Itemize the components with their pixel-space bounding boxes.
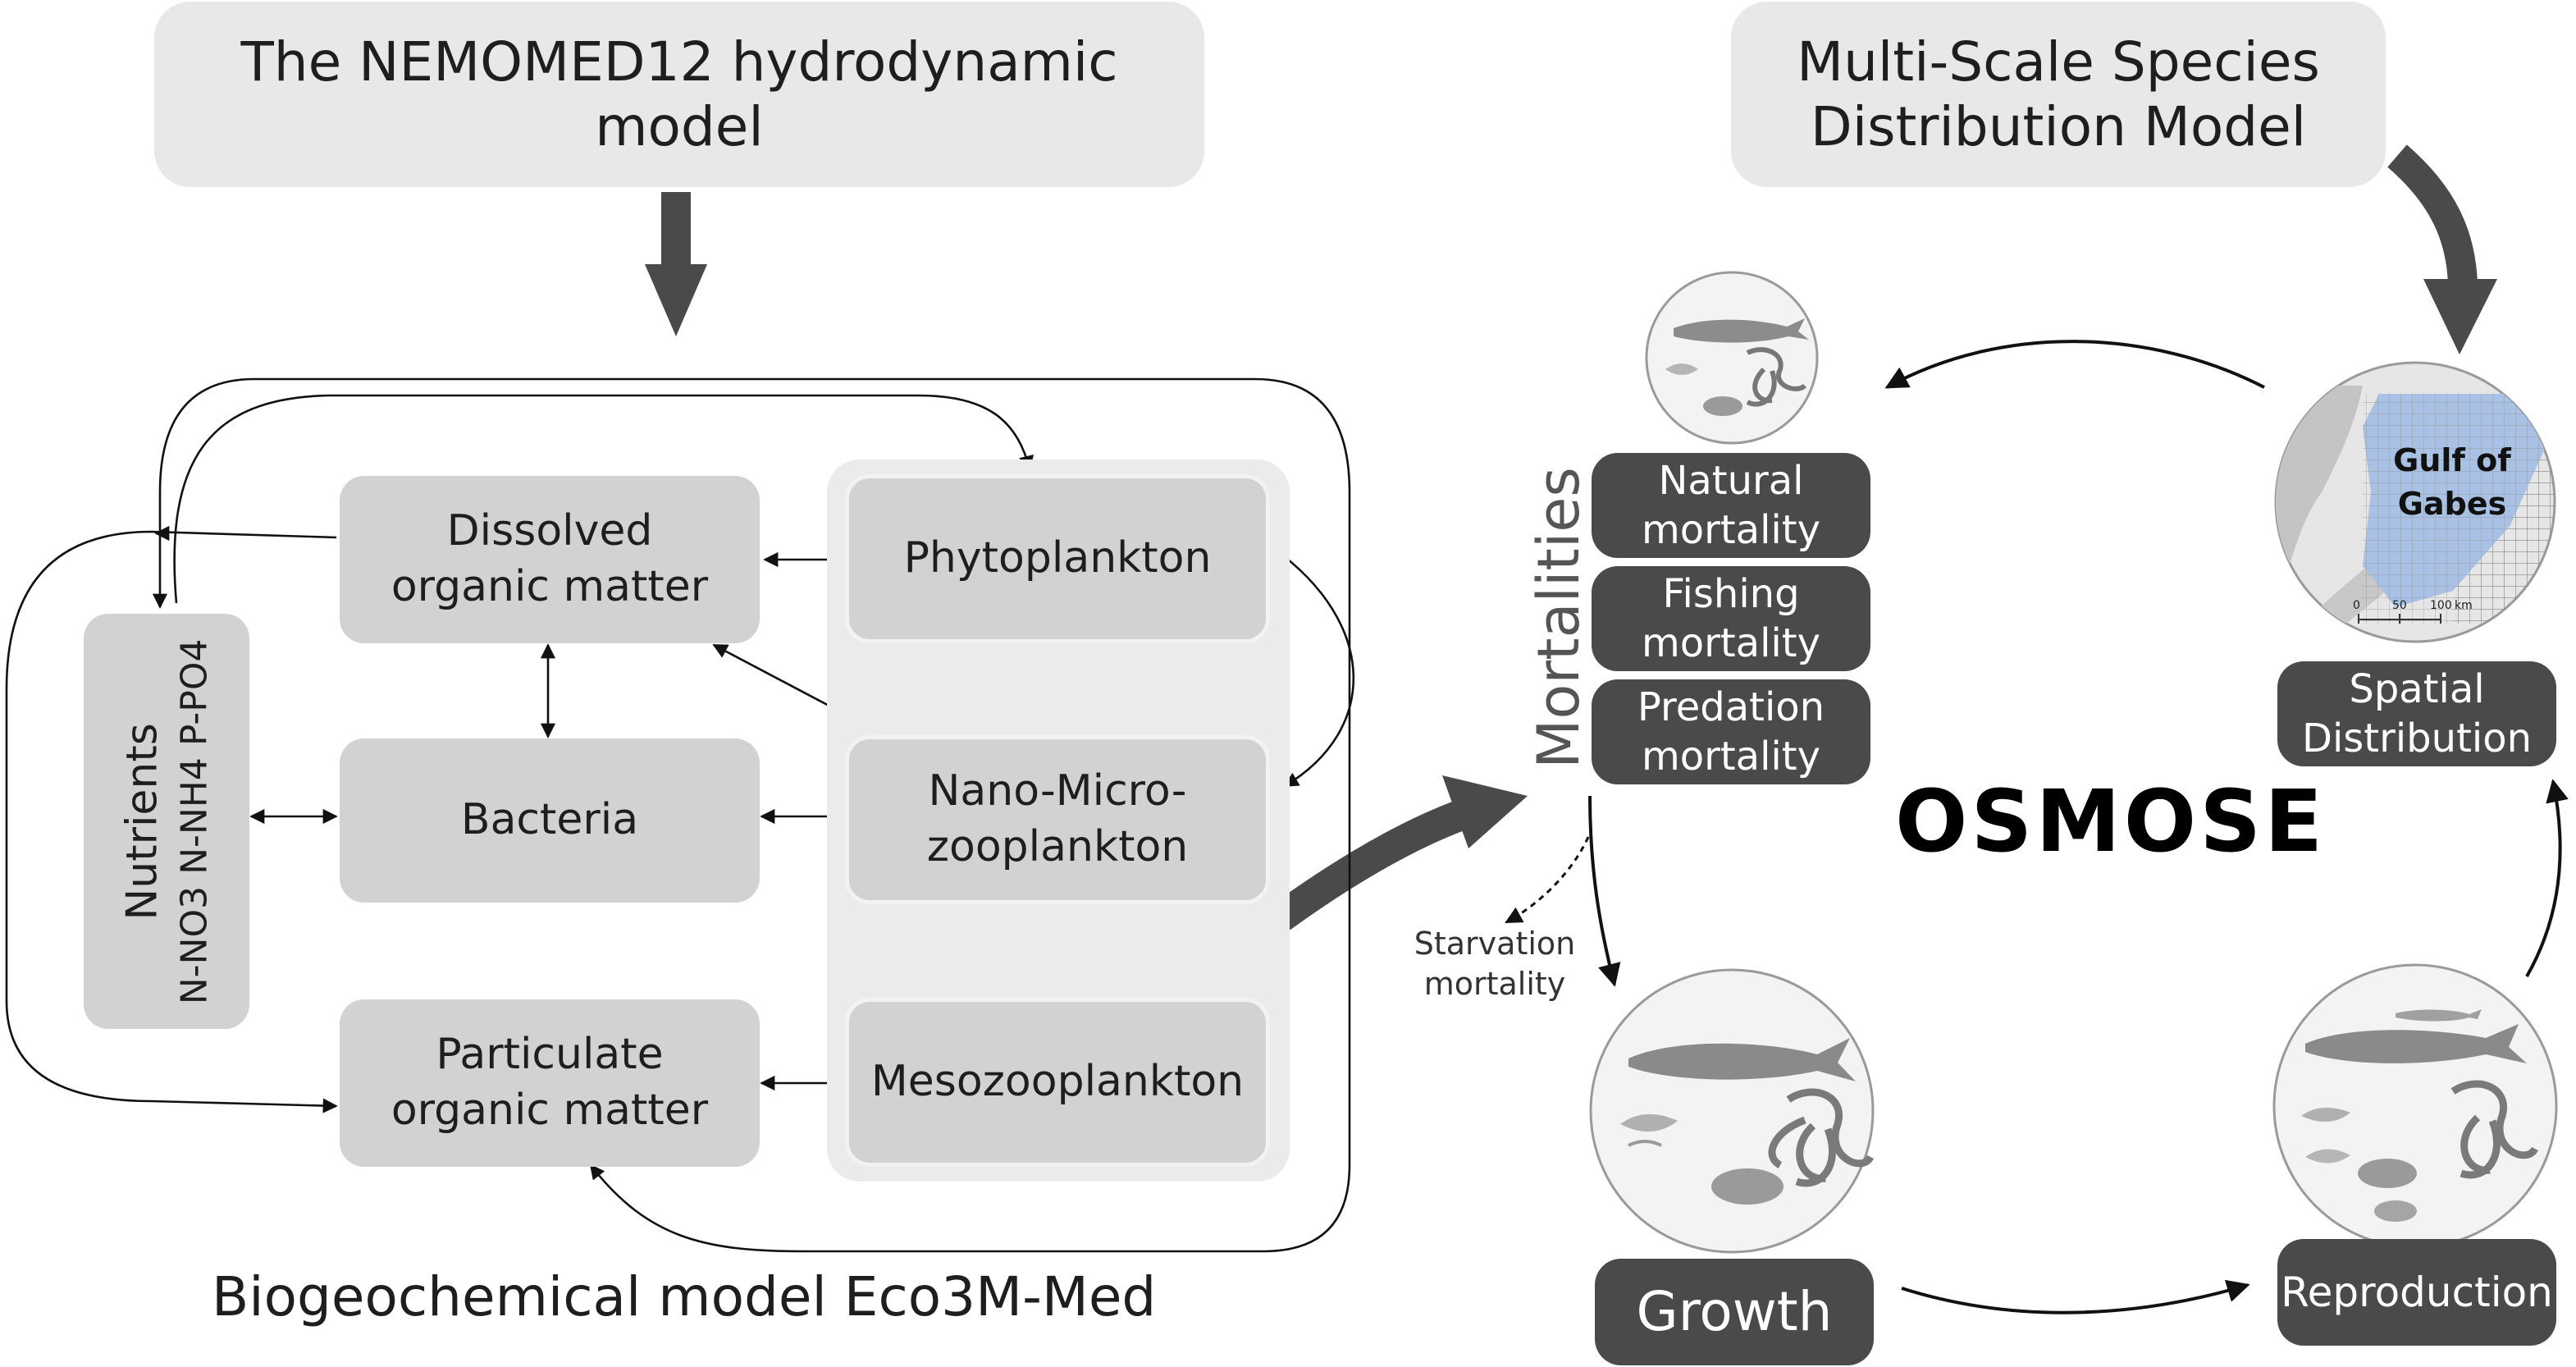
growth-box: Growth: [1595, 1259, 1874, 1365]
reproduction-box: Reproduction: [2277, 1239, 2556, 1346]
nutrients-box: Nutrients N-NO3 N-NH4 P-PO4: [84, 614, 249, 1029]
nano-micro-zooplankton-box: Nano-Micro-zooplankton: [845, 735, 1270, 904]
spatial-distribution-label: Spatial Distribution: [2301, 666, 2533, 761]
sdm-header-text: Multi-Scale Species Distribution Model: [1797, 30, 2320, 158]
map-scale-100: 100: [2430, 599, 2452, 612]
hydrodynamic-forcing-arrow: [645, 192, 707, 336]
reproduction-label: Reproduction: [2281, 1268, 2553, 1316]
fishing-mortality-box: Fishing mortality: [1592, 566, 1870, 671]
particulate-organic-matter-label: Particulate organic matter: [391, 1030, 709, 1135]
fishing-mortality-label: Fishing mortality: [1642, 571, 1820, 666]
bacteria-box: Bacteria: [340, 738, 760, 903]
growth-circle-illustration: [1589, 968, 1875, 1254]
predation-mortality-box: Predation mortality: [1592, 679, 1870, 784]
nutrients-species: N-NO3 N-NH4 P-PO4: [173, 638, 216, 1004]
natural-mortality-label: Natural mortality: [1642, 458, 1820, 553]
gulf-of-gabes-map: [2274, 361, 2556, 643]
mesozooplankton-box: Mesozooplankton: [845, 998, 1270, 1167]
natural-mortality-box: Natural mortality: [1592, 453, 1870, 558]
growth-label: Growth: [1636, 1279, 1833, 1343]
mesozooplankton-label: Mesozooplankton: [870, 1057, 1245, 1107]
gulf-of-gabes-label: Gulf of Gabes: [2393, 441, 2511, 522]
phytoplankton-box: Phytoplankton: [845, 474, 1270, 643]
sdm-header: Multi-Scale Species Distribution Model: [1731, 2, 2386, 187]
osmose-title: OSMOSE: [1895, 771, 2327, 871]
map-scale-0: 0: [2353, 599, 2360, 612]
biogeochem-caption: Biogeochemical model Eco3M-Med: [212, 1265, 1157, 1328]
nemomed12-header: The NEMOMED12 hydrodynamic model: [154, 2, 1204, 187]
spatial-distribution-box: Spatial Distribution: [2277, 661, 2556, 766]
osmose-cycle-arrows: [1505, 340, 2569, 1314]
map-scale-unit: km: [2455, 599, 2473, 612]
map-scale-50: 50: [2392, 599, 2407, 612]
biogeochem-loop-connectors: [5, 377, 1355, 1253]
bacteria-label: Bacteria: [460, 795, 639, 845]
nutrients-title: Nutrients: [117, 722, 167, 921]
reproduction-circle-illustration: [2272, 963, 2558, 1249]
starvation-mortality-label: Starvation mortality: [1414, 925, 1576, 1002]
sdm-to-spatial-arrow: [2387, 144, 2497, 354]
predation-mortality-label: Predation mortality: [1637, 684, 1825, 780]
mortality-circle-illustration: [1645, 271, 1819, 445]
dissolved-organic-matter-box: Dissolved organic matter: [340, 476, 760, 643]
nano-micro-zooplankton-label: Nano-Micro-zooplankton: [926, 766, 1189, 871]
particulate-organic-matter-box: Particulate organic matter: [340, 999, 760, 1167]
dissolved-organic-matter-label: Dissolved organic matter: [391, 506, 709, 611]
phytoplankton-label: Phytoplankton: [903, 533, 1212, 583]
nemomed12-header-text: The NEMOMED12 hydrodynamic model: [240, 30, 1118, 158]
